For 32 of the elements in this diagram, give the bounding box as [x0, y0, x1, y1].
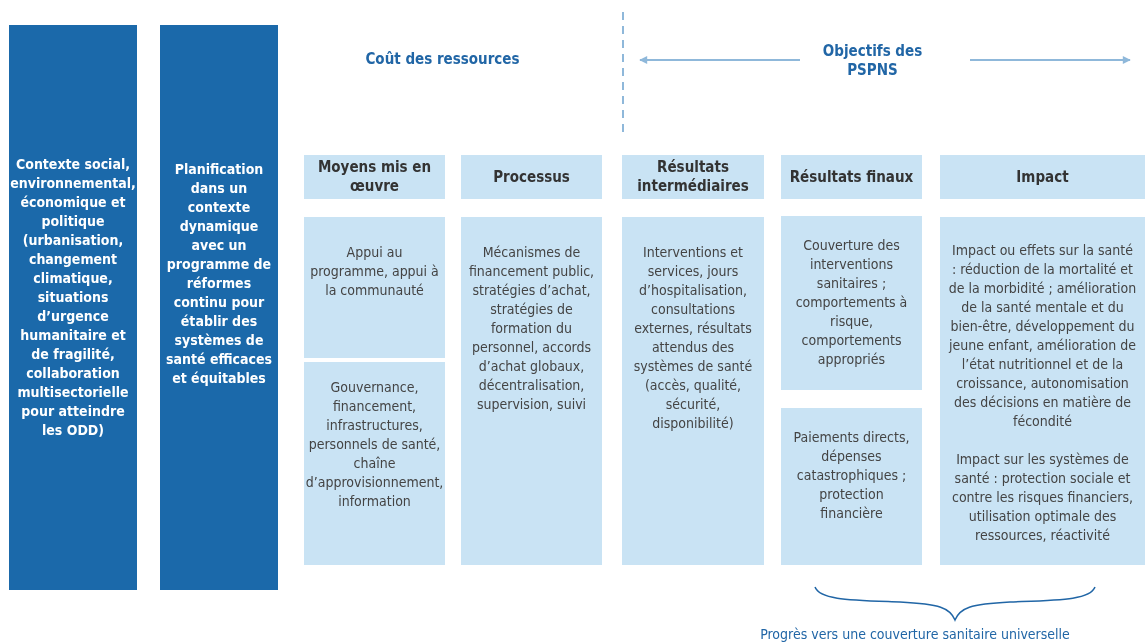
description-text: Appui au programme, appui à la communauté	[310, 243, 439, 300]
description-text: Contexte social, environnemental, économique et politique (urbanisation, changement climatique, situations d’urgence humanitaire et de fragilité, collaboration multisectorielle pour atteindre les ODD)	[10, 155, 136, 440]
column-header	[304, 155, 445, 199]
column-header	[461, 155, 602, 199]
section-label: Coût des ressources	[364, 50, 521, 69]
description-text: Impact sur les systèmes de santé : protection sociale et contre les risques financiers, utilisation optimale des ressources, réactivité	[950, 450, 1135, 545]
description-text: Gouvernance, financement, infrastructures, personnels de santé, chaîne d’approvisionnement, information	[305, 378, 444, 511]
description-text: Mécanismes de financement public, stratégies d’achat, stratégies de formation du personnel, accords d’achat globaux, décentralisation, supervision, suivi	[467, 243, 596, 414]
content-box	[304, 362, 445, 565]
content-box	[940, 217, 1145, 565]
section-label: Objectifs des PSPNS	[821, 42, 924, 80]
caption-text: Progrès vers une couverture sanitaire universelle	[759, 625, 1071, 643]
context-column	[160, 25, 278, 590]
content-box	[781, 408, 922, 565]
description-text: Impact ou effets sur la santé : réduction de la mortalité et de la morbidité ; amélioration de la santé mentale et du bien-être, développement du jeune enfant, amélioration de l’état nutritionnel et de la croissance, autonomisation des décisions en matière de fécondité	[948, 241, 1137, 431]
description-text: Paiements directs, dépenses catastrophiques ; protection financière	[792, 428, 911, 523]
header-text: Résultats intermédiaires	[636, 158, 750, 196]
content-box	[781, 216, 922, 390]
header-text: Impact	[1016, 167, 1069, 187]
context-column	[9, 25, 137, 590]
content-box	[304, 217, 445, 358]
column-header	[622, 155, 764, 199]
column-header	[781, 155, 922, 199]
header-text: Résultats finaux	[789, 167, 914, 187]
column-header	[940, 155, 1145, 199]
header-text: Processus	[493, 167, 570, 187]
description-text: Interventions et services, jours d’hospitalisation, consultations externes, résultats attendus des systèmes de santé (accès, qualité, sécurité, disponibilité)	[632, 243, 754, 433]
content-box	[461, 217, 602, 565]
content-box	[622, 217, 764, 565]
description-text: Planification dans un contexte dynamique avec un programme de réformes continu pour établir des systèmes de santé efficaces et équitables	[166, 160, 272, 388]
header-text: Moyens mis en œuvre	[316, 158, 433, 196]
description-text: Couverture des interventions sanitaires ; comportements à risque, comportements appropriés	[794, 236, 909, 369]
